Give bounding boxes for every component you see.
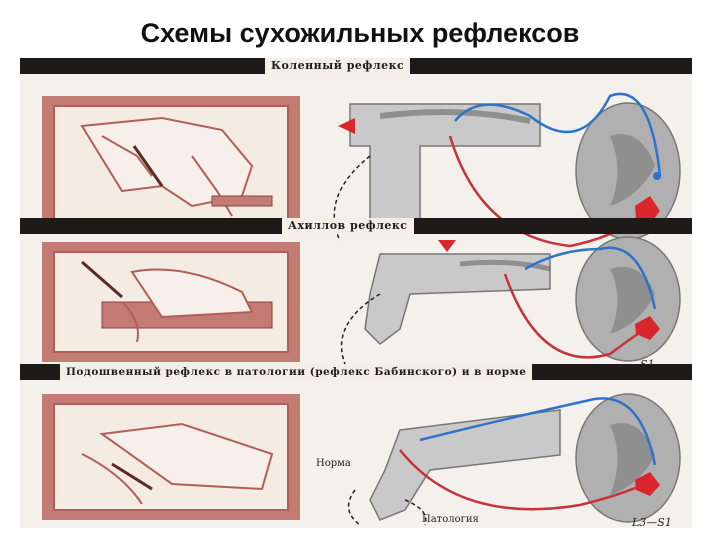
achilles-illustration <box>42 242 300 362</box>
panel-achilles-title: Ахиллов рефлекс <box>282 218 414 234</box>
knee-afferent-path <box>454 92 662 177</box>
plantar-segment-label: L3—S1 <box>631 516 672 528</box>
panel-plantar-title: Подошвенный рефлекс в патологии (рефлекс… <box>60 364 533 380</box>
plantar-reflex-scheme: Норма Патология L3—S1 <box>316 393 681 528</box>
plantar-leg-shape <box>369 409 561 521</box>
panel-achilles-header-band: Ахиллов рефлекс <box>20 218 692 234</box>
achilles-leg-shape <box>364 253 551 345</box>
achilles-reflex-scheme: S1 <box>340 236 681 371</box>
plantar-pathology-arc <box>404 499 427 526</box>
reflex-figure: Коленный рефлекс L3 Ахиллов рефлекс <box>20 58 692 528</box>
achilles-afferent-path <box>524 246 657 310</box>
panel-knee-title: Коленный рефлекс <box>265 58 411 74</box>
achilles-efferent-path <box>503 273 646 359</box>
knee-leg-shape <box>349 103 541 227</box>
plantar-norm-label: Норма <box>316 458 351 469</box>
achilles-movement-arc <box>340 293 381 365</box>
plantar-afferent-path <box>419 397 657 466</box>
knee-motoneuron <box>635 196 660 224</box>
plantar-efferent-path <box>399 449 643 511</box>
achilles-drawing <box>53 251 289 353</box>
plantar-motoneuron <box>635 472 660 496</box>
plantar-illustration <box>42 394 300 520</box>
plantar-drawing <box>53 403 289 511</box>
knee-stimulus-marker <box>338 118 355 134</box>
panel-plantar-header-band: Подошвенный рефлекс в патологии (рефлекс… <box>20 364 692 380</box>
knee-drawing <box>53 105 289 223</box>
panel-knee-header-band: Коленный рефлекс <box>20 58 692 74</box>
plantar-pathology-label: Патология <box>422 514 479 525</box>
achilles-motoneuron <box>635 316 660 340</box>
knee-illustration <box>42 96 300 232</box>
plantar-norm-arc <box>347 489 361 526</box>
slide-title: Схемы сухожильных рефлексов <box>140 18 580 48</box>
achilles-stimulus-marker <box>438 240 456 252</box>
